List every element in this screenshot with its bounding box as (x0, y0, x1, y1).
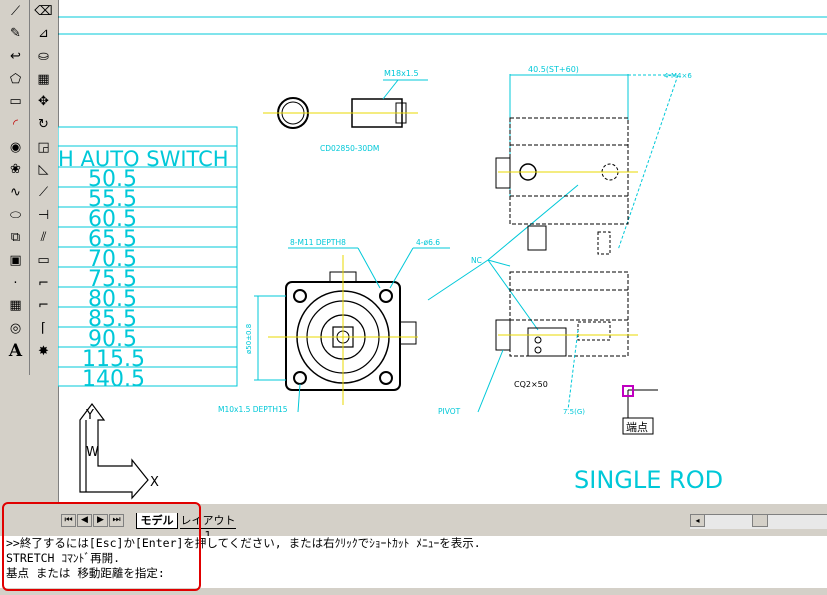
command-line-2: STRETCH ｺﾏﾝﾄﾞ再開. (6, 551, 121, 565)
table-value: 115.5 (82, 347, 145, 372)
toolbar-separator (29, 0, 30, 375)
table-value: 55.5 (88, 187, 137, 212)
label-nc: NC (471, 256, 482, 265)
drawing-svg: H AUTO SWITCH 50.555.560.565.570.575.580… (58, 0, 827, 504)
scroll-left-button[interactable]: ◂ (690, 514, 705, 527)
cylinder-front-view (254, 247, 450, 413)
drawing-title-text: SINGLE ROD (574, 466, 723, 494)
move-icon[interactable]: ✥ (38, 94, 49, 110)
label-top-right: 4-M4×6 (664, 72, 692, 80)
label-m10: M10x1.5 DEPTH15 (218, 405, 288, 414)
ucs-icon (79, 403, 149, 500)
chamfer-icon[interactable]: ⌐ (38, 275, 49, 291)
revision-cloud-icon[interactable]: ❀ (10, 162, 21, 178)
rectangle-icon[interactable]: ▭ (9, 94, 22, 110)
label-cd: CD02850-30DM (320, 144, 379, 153)
point-icon[interactable]: · (13, 275, 18, 291)
ellipse-icon[interactable]: ⬭ (9, 207, 22, 223)
break-icon[interactable]: ⫽ (40, 230, 47, 246)
tab-layout1[interactable]: レイアウト1 (180, 514, 236, 542)
command-window[interactable]: >>終了するには[Esc]か[Enter]を押してください, または右ｸﾘｯｸで… (0, 536, 827, 592)
ucs-x-label: X (150, 475, 159, 490)
circle-icon[interactable]: ◉ (9, 139, 22, 155)
label-top-dim: 40.5(ST+60) (528, 65, 579, 74)
trim-icon[interactable]: ⟋ (38, 185, 49, 200)
fillet-round-icon[interactable]: ⌈ (40, 321, 47, 337)
cylinder-side-view (477, 74, 679, 435)
rotate-icon[interactable]: ↻ (38, 116, 49, 132)
tab-last-button[interactable]: ⏭ (109, 514, 124, 527)
make-block-icon[interactable]: ▣ (9, 253, 22, 269)
hatch-icon[interactable]: ▦ (9, 298, 22, 314)
table-value: 80.5 (88, 287, 137, 312)
scroll-thumb[interactable] (752, 514, 768, 527)
table-value: 65.5 (88, 227, 137, 252)
table-value: 85.5 (88, 307, 137, 332)
explode-icon[interactable]: ✸ (38, 343, 49, 359)
endpoint-marker (622, 385, 634, 397)
draw-modify-toolbar: ⟋ ✎ ↩ ⬠ ▭ ◜ ◉ ❀ ∿ ⬭ ⧉ ▣ · ▦ ◎ A ⌫ ⊿ ⛀ ▦ ✥ ↻ ◲ ◺ ⟋ ⊣ ⫽ ▭ ⌐ ⌐ ⌈ ✸ (0, 0, 58, 504)
endpoint-tooltip: 端点 (626, 421, 648, 434)
table-value: 140.5 (82, 367, 145, 392)
array-icon[interactable]: ▦ (37, 71, 50, 87)
label-m18: M18x1.5 (384, 69, 419, 78)
table-value: 90.5 (88, 327, 137, 352)
line-icon[interactable]: ⟋ (10, 3, 21, 19)
label-small: 7.5(G) (563, 408, 585, 416)
tab-first-button[interactable]: ⏮ (61, 514, 76, 527)
extend-icon[interactable]: ⊣ (37, 207, 50, 223)
erase-icon[interactable]: ⌫ (34, 3, 53, 19)
label-dim-side: ø50±0.8 (245, 324, 253, 354)
table-value: 60.5 (88, 207, 137, 232)
arc-icon[interactable]: ◜ (12, 116, 19, 132)
ucs-y-label: Y (85, 408, 94, 423)
polygon-icon[interactable]: ⬠ (9, 71, 22, 87)
label-pivot: PIVOT (438, 407, 461, 416)
mirror-icon[interactable]: ⊿ (38, 26, 49, 42)
polyline-icon[interactable]: ↩ (10, 48, 21, 64)
construction-line-icon[interactable]: ✎ (10, 26, 21, 42)
command-prompt[interactable]: 基点 または 移動距離を指定: (6, 566, 165, 580)
label-cq: CQ2×50 (514, 380, 548, 389)
table-value: 70.5 (88, 247, 137, 272)
tab-prev-button[interactable]: ◀ (77, 514, 92, 527)
spline-icon[interactable]: ∿ (10, 185, 21, 200)
fillet-icon[interactable]: ⌐ (38, 298, 49, 314)
multiline-text-icon[interactable]: A (8, 341, 23, 362)
label-8m11: 8-M11 DEPTH8 (290, 238, 346, 247)
switch-table (58, 126, 238, 387)
offset-icon[interactable]: ⛀ (38, 48, 49, 64)
insert-block-icon[interactable]: ⧉ (10, 230, 21, 246)
table-value: 75.5 (88, 267, 137, 292)
modify-toolbar: ⌫ ⊿ ⛀ ▦ ✥ ↻ ◲ ◺ ⟋ ⊣ ⫽ ▭ ⌐ ⌐ ⌈ ✸ (31, 0, 58, 363)
table-value: 50.5 (88, 167, 137, 192)
table-header: H AUTO SWITCH (58, 147, 229, 171)
tab-next-button[interactable]: ▶ (93, 514, 108, 527)
label-4phi: 4-ø6.6 (416, 238, 440, 247)
ucs-w-label: W (86, 445, 99, 460)
command-line-1: >>終了するには[Esc]か[Enter]を押してください, または右ｸﾘｯｸで… (6, 536, 481, 550)
stretch-icon[interactable]: ◺ (38, 162, 49, 178)
switch-part (263, 79, 428, 129)
status-bar (0, 588, 827, 595)
join-icon[interactable]: ▭ (37, 253, 50, 269)
scale-icon[interactable]: ◲ (37, 139, 50, 155)
region-icon[interactable]: ◎ (9, 321, 22, 337)
tab-model[interactable]: モデル (136, 513, 178, 529)
draw-toolbar: ⟋ ✎ ↩ ⬠ ▭ ◜ ◉ ❀ ∿ ⬭ ⧉ ▣ · ▦ ◎ A (3, 0, 30, 363)
